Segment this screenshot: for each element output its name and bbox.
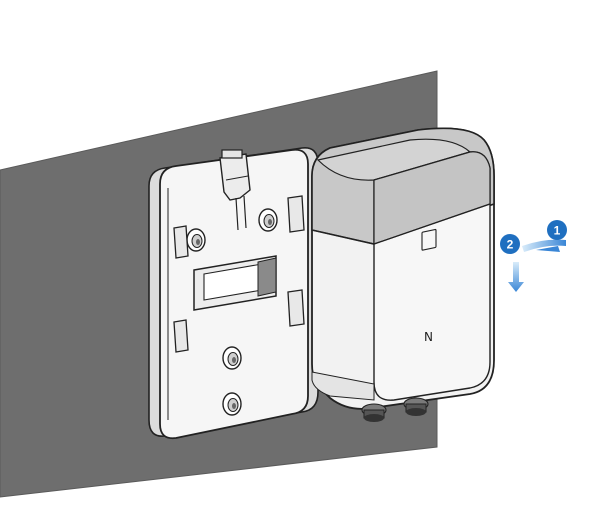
step-1-badge <box>547 220 567 240</box>
screw-hole-middle <box>222 346 242 370</box>
step-2-badge <box>500 234 520 254</box>
cable-gland-left <box>361 403 387 422</box>
bracket-tab-right-upper <box>287 195 305 233</box>
nfc-logo-letter: N <box>424 330 433 344</box>
step-1-number: 1 <box>554 224 561 238</box>
bracket-tab-left-upper <box>173 225 189 259</box>
down-arrow-icon <box>508 262 524 292</box>
bracket-slot <box>193 255 277 311</box>
screw-hole-top-left <box>186 228 206 252</box>
tilt-arrow-icon <box>522 239 566 252</box>
step-2-indicator: 2 <box>500 234 524 292</box>
step-1-indicator: 1 <box>522 220 567 252</box>
step-2-number: 2 <box>507 238 514 252</box>
bracket-tab-right-lower <box>287 289 305 327</box>
top-latch-clip <box>219 153 251 201</box>
device-enclosure: N <box>311 127 495 422</box>
nfc-logo-icon: N <box>421 228 437 344</box>
bracket-tab-left-lower <box>173 319 189 353</box>
mounting-bracket <box>148 147 319 440</box>
cable-gland-right <box>403 397 429 416</box>
screw-hole-top-right <box>258 208 278 232</box>
screw-hole-bottom <box>222 392 242 416</box>
